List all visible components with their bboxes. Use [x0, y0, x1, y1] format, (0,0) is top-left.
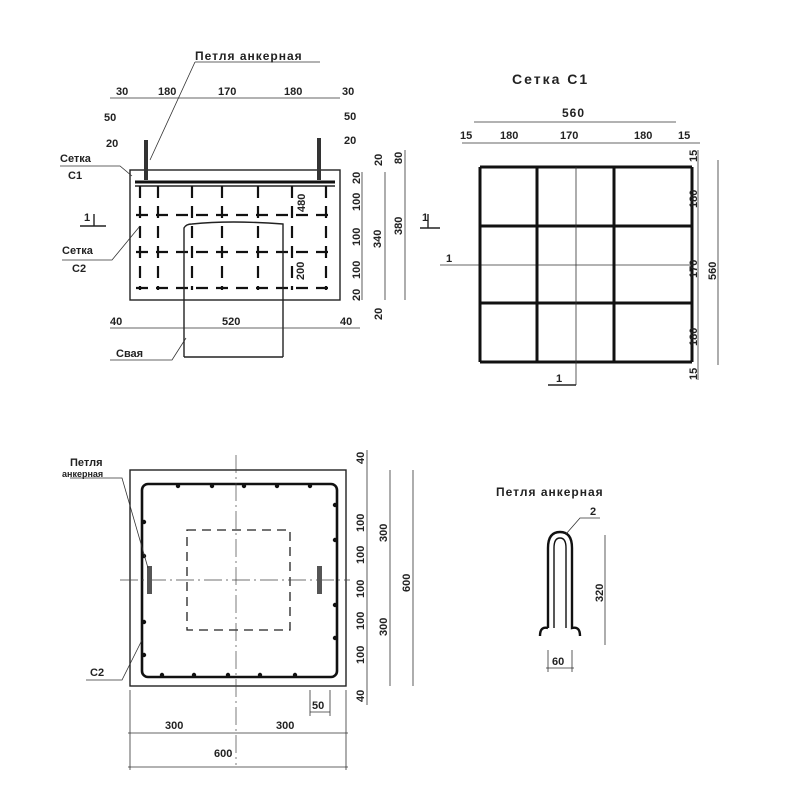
dim-text: 50	[344, 111, 356, 123]
position-mark: 2	[590, 506, 596, 518]
dim-text: 300	[378, 524, 390, 542]
foundation-outline	[129, 169, 341, 301]
dim-text: 100	[351, 193, 363, 211]
section-elevation: Петля анкерная 30 180 170 180 30 50 20 5…	[60, 49, 440, 361]
anchor-loop-label: анкерная	[62, 469, 103, 479]
dim-text: 30	[342, 86, 354, 98]
leader-c2	[86, 639, 143, 681]
dim-text: 40	[340, 316, 352, 328]
dim-text: 170	[688, 260, 700, 278]
dim-text: 50	[312, 700, 324, 712]
mesh-c1-grid	[440, 165, 694, 385]
leader-anchor	[70, 477, 149, 569]
dim-text: 80	[393, 152, 405, 164]
anchor-loop-left	[147, 566, 152, 594]
mesh-c2-label: C2	[90, 667, 104, 679]
anchor-loop-title: Петля анкерная	[496, 485, 604, 499]
anchor-loop-label: Петля	[70, 457, 103, 469]
anchor-loop-label: Петля анкерная	[195, 49, 303, 63]
dim-text: 170	[218, 86, 236, 98]
dim-text: 40	[355, 452, 367, 464]
dim-text: 15	[678, 130, 690, 142]
dim-text: 200	[295, 262, 307, 280]
dim-line-corner	[309, 690, 331, 716]
mesh-c1-title: Сетка C1	[512, 71, 589, 87]
dim-text: 20	[344, 135, 356, 147]
mesh-c2-label: Сетка	[62, 245, 94, 257]
dim-text: 100	[355, 546, 367, 564]
dim-text: 100	[355, 514, 367, 532]
dim-text: 520	[222, 316, 240, 328]
leader-position	[565, 517, 600, 535]
mesh-c1-label: Сетка	[60, 153, 92, 165]
dim-text: 100	[355, 580, 367, 598]
dim-line-width	[546, 650, 574, 672]
dim-text: 15	[460, 130, 472, 142]
dim-text: 170	[560, 130, 578, 142]
section-mark: 1	[422, 212, 428, 224]
dim-text: 15	[688, 150, 700, 162]
anchor-loop-right	[317, 138, 321, 180]
dim-text: 15	[688, 368, 700, 380]
dim-text: 560	[707, 262, 719, 280]
dim-text: 20	[351, 172, 363, 184]
foundation-outline	[129, 469, 347, 687]
leader-c2	[62, 225, 141, 261]
mesh-c2-dashed	[136, 186, 335, 290]
dim-text: 100	[351, 228, 363, 246]
dim-text: 320	[594, 584, 606, 602]
mesh-c1-label: C1	[68, 170, 82, 182]
dim-text: 100	[355, 612, 367, 630]
anchor-loop-right	[317, 566, 322, 594]
dim-text: 30	[116, 86, 128, 98]
dim-text: 40	[110, 316, 122, 328]
rebar-dots	[141, 483, 338, 678]
dim-text: 100	[351, 261, 363, 279]
dim-text: 300	[165, 720, 183, 732]
dim-text: 180	[688, 190, 700, 208]
dim-text: 480	[296, 194, 308, 212]
plan-view: Петля анкерная C2 40 100 100 100 100 100…	[62, 450, 414, 770]
mesh-c2-label: C2	[72, 263, 86, 275]
leader-c1	[60, 165, 133, 177]
dim-text: 560	[562, 106, 585, 120]
dim-text: 340	[372, 230, 384, 248]
anchor-loop-shape	[538, 530, 582, 637]
dim-text: 180	[688, 328, 700, 346]
dim-text: 300	[378, 618, 390, 636]
dim-text: 40	[355, 690, 367, 702]
dim-text: 180	[284, 86, 302, 98]
dim-text: 380	[393, 217, 405, 235]
anchor-loop-inner	[553, 537, 567, 628]
dim-text: 180	[500, 130, 518, 142]
dim-text: 20	[351, 289, 363, 301]
dim-text: 180	[158, 86, 176, 98]
pile-label: Свая	[116, 348, 143, 360]
mesh-c2-outline	[140, 482, 339, 679]
leader-anchor	[149, 61, 320, 161]
dim-text: 600	[214, 748, 232, 760]
dim-text: 100	[355, 646, 367, 664]
anchor-loop-left	[144, 140, 148, 180]
dim-text: 60	[552, 656, 564, 668]
section-arrow-right	[420, 214, 440, 229]
dim-text: 600	[401, 574, 413, 592]
mesh-c1: Сетка C1 560 15 180 170 180 15 15 180 17…	[440, 71, 719, 386]
anchor-loop-detail: Петля анкерная 2 320 60	[496, 485, 606, 672]
dim-text: 20	[373, 308, 385, 320]
pile-outline	[183, 221, 284, 358]
section-mark: 1	[446, 253, 452, 265]
dim-text: 20	[106, 138, 118, 150]
section-mark: 1	[84, 212, 90, 224]
dim-text: 180	[634, 130, 652, 142]
dim-text: 300	[276, 720, 294, 732]
leader-pile	[110, 337, 187, 361]
dim-text: 20	[373, 154, 385, 166]
section-arrow-left	[80, 214, 106, 227]
section-mark: 1	[556, 373, 562, 385]
dim-text: 50	[104, 112, 116, 124]
